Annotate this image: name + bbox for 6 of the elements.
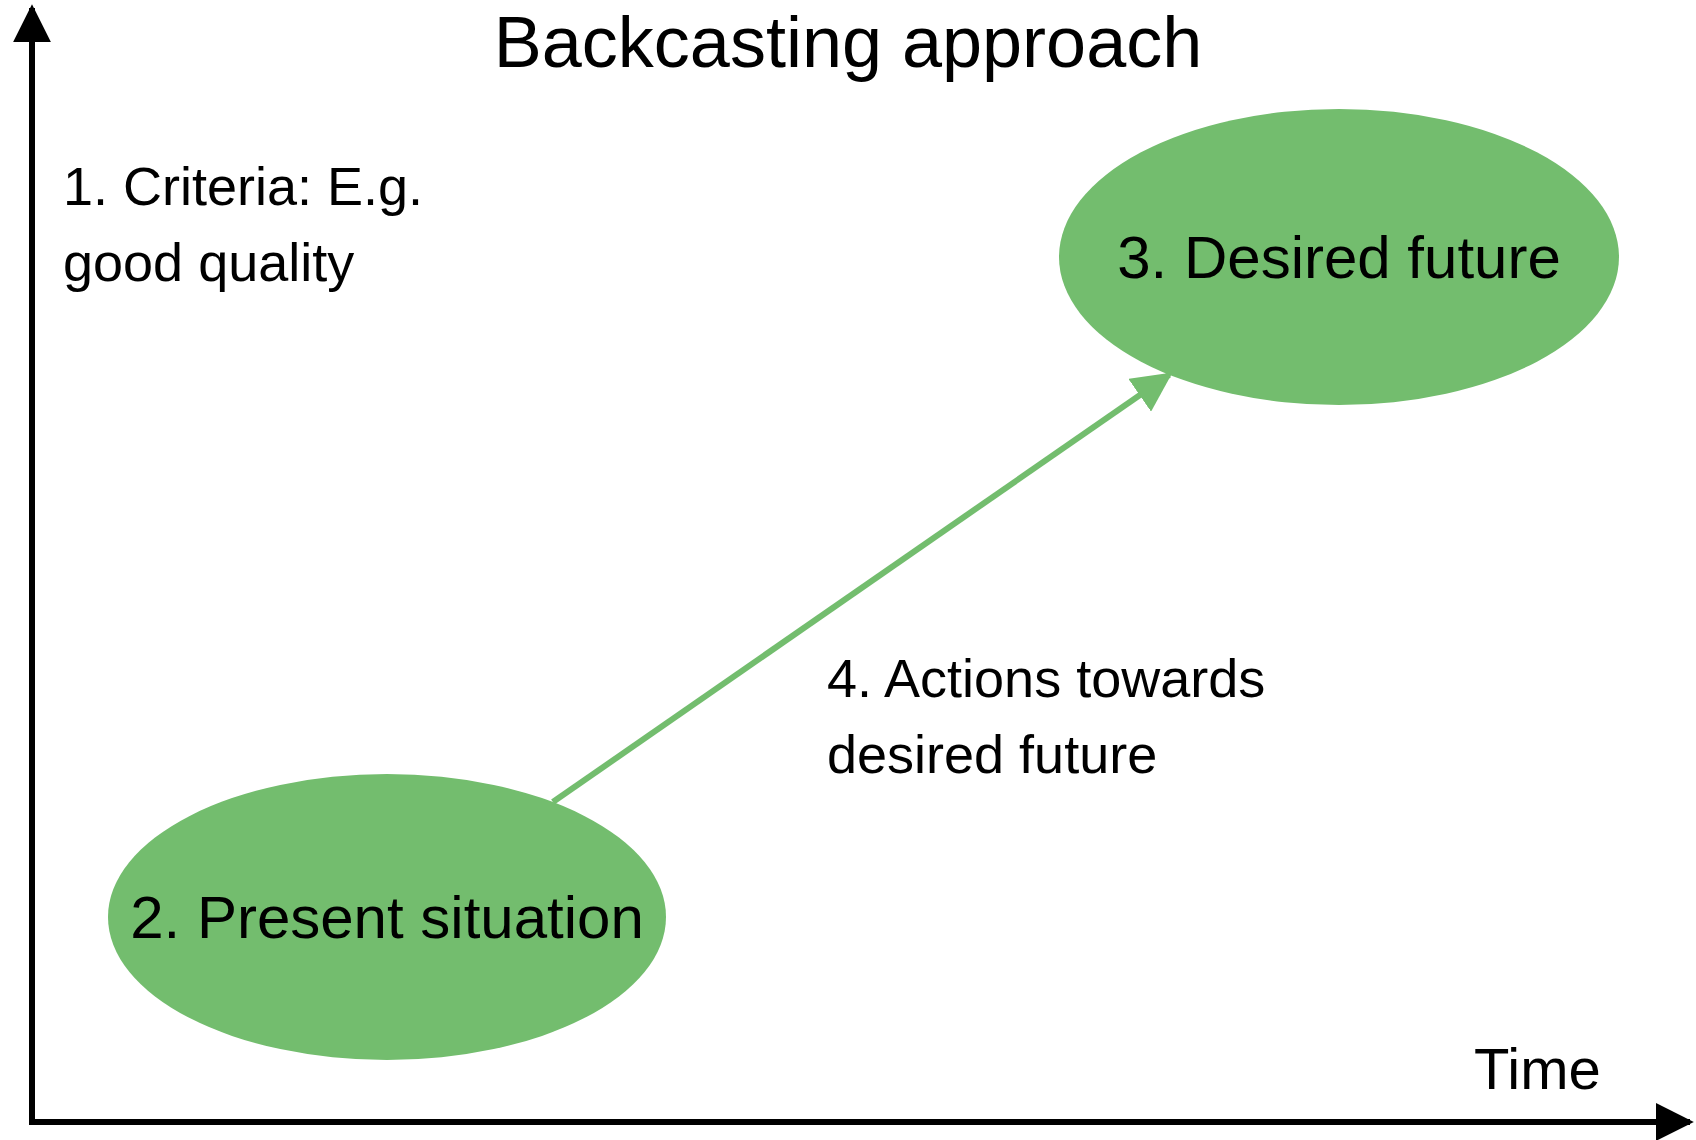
label: 1. Criteria: E.g. good quality [63, 155, 425, 294]
node-text: 3. Desired future [1117, 222, 1561, 292]
arrow [551, 372, 1173, 805]
title: Backcasting approach [492, 2, 1204, 82]
label: Time [1474, 1035, 1602, 1103]
node-text: 2. Present situation [130, 882, 644, 952]
